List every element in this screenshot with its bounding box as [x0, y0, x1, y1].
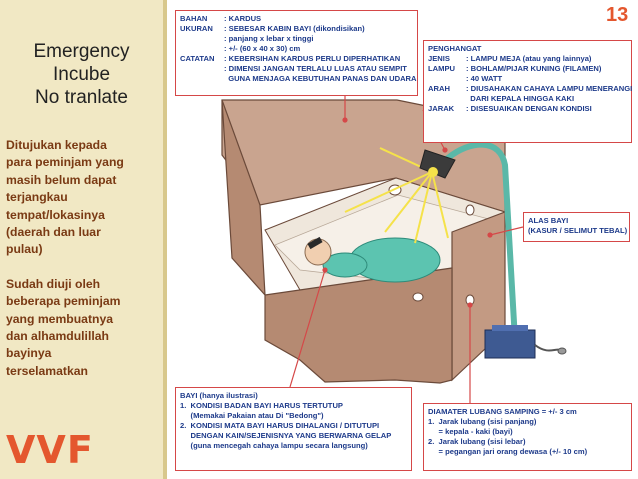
left-panel-border: [163, 0, 167, 479]
row-key: ARAH: [428, 84, 450, 93]
text-line: = pegangan jari orang dewasa (+/- 10 cm): [428, 447, 588, 456]
lamp-base-top: [492, 325, 528, 331]
text-line: pulau): [6, 242, 43, 257]
text-line: 2. KONDISI MATA BAYI HARUS DIHALANGI / D…: [180, 421, 380, 430]
text-line: (guna mencegah cahaya lampu secara langs…: [180, 441, 368, 450]
row-value: : panjang x lebar x tinggi: [224, 34, 314, 43]
callout-row: CATATAN : KEBERSIHAN KARDUS PERLU DIPERHA…: [180, 54, 413, 64]
row-key: UKURAN: [180, 24, 213, 33]
text-line: DENGAN KAIN/SEJENISNYA YANG BERWARNA GEL…: [180, 431, 392, 440]
callout-row: LAMPU : BOHLAM/PIJAR KUNING (FILAMEN): [428, 64, 627, 74]
row-value: : DIUSAHAKAN CAHAYA LAMPU MENERANGI: [466, 84, 633, 93]
callout-row: BAHAN : KARDUS: [180, 14, 413, 24]
row-key: [180, 44, 224, 54]
description: Ditujukan kepada para peminjam yang masih …: [6, 137, 158, 380]
callout-row: : 40 WATT: [428, 74, 627, 84]
row-value: DARI KEPALA HINGGA KAKI: [466, 94, 575, 103]
text-line: 2. Jarak lubang (sisi lebar): [428, 437, 526, 446]
row-key: [428, 94, 466, 104]
base-callout: ALAS BAYI(KASUR / SELIMUT TEBAL): [523, 212, 630, 242]
row-value: : KARDUS: [224, 14, 262, 23]
row-key: JENIS: [428, 54, 450, 63]
text-line: dan alhamdulillah: [6, 329, 109, 344]
row-value: : BOHLAM/PIJAR KUNING (FILAMEN): [466, 64, 602, 73]
callout-row: : panjang x lebar x tinggi: [180, 34, 413, 44]
row-key: JARAK: [428, 104, 455, 113]
text-line: BAYI (hanya ilustrasi): [180, 391, 258, 400]
lamp-arm: [445, 141, 518, 343]
slide-title: Emergency Incube No tranlate: [6, 40, 157, 109]
row-key: [180, 74, 224, 84]
text-line: tempat/lokasinya: [6, 207, 105, 222]
row-key: [180, 34, 224, 44]
left-panel: [0, 0, 163, 479]
row-value: : +/- (60 x 40 x 30) cm: [224, 44, 301, 53]
row-key: LAMPU: [428, 64, 455, 73]
callout-row: DARI KEPALA HINGGA KAKI: [428, 94, 627, 104]
text-line: Sudah diuji oleh: [6, 276, 101, 291]
text-line: (KASUR / SELIMUT TEBAL): [528, 226, 628, 235]
lamp-cable: [534, 344, 561, 352]
baby-legs: [322, 252, 368, 278]
row-value: : 40 WATT: [466, 74, 503, 83]
row-value: : DIMENSI JANGAN TERLALU LUAS ATAU SEMPI…: [224, 64, 407, 73]
row-key: BAHAN: [180, 14, 208, 23]
row-value: : SEBESAR KABIN BAYI (dikondisikan): [224, 24, 365, 33]
text-line: ALAS BAYI: [528, 216, 569, 225]
lamp-base: [484, 329, 536, 359]
text-line: yang membuatnya: [6, 311, 114, 326]
side-hole: [412, 292, 424, 302]
text-line: beberapa peminjam: [6, 294, 121, 309]
text-line: Ditujukan kepada: [6, 138, 107, 152]
callout-row: UKURAN : SEBESAR KABIN BAYI (dikondisikan…: [180, 24, 413, 34]
lamp-switch: [557, 347, 567, 355]
callout-row: JENIS : LAMPU MEJA (atau yang lainnya): [428, 54, 627, 64]
row-value: : KEBERSIHAN KARDUS PERLU DIPERHATIKAN: [224, 54, 401, 63]
box-front-wall: [264, 267, 453, 384]
row-value: : LAMPU MEJA (atau yang lainnya): [466, 54, 592, 63]
warmer-callout: PENGHANGAT JENIS : LAMPU MEJA (atau yang …: [423, 40, 632, 143]
text-line: para peminjam yang: [6, 155, 124, 170]
row-key: [180, 64, 224, 74]
row-value: : DISESUAIKAN DENGAN KONDISI: [466, 104, 592, 113]
title-line: Emergency: [33, 41, 130, 62]
text-line: masih belum dapat: [6, 172, 117, 187]
slide-number: 13: [606, 4, 629, 26]
text-line: (Memakai Pakaian atau Di "Bedong"): [180, 411, 324, 420]
callout-row: GUNA MENJAGA KEBUTUHAN PANAS DAN UDARA: [180, 74, 416, 84]
row-key: CATATAN: [180, 54, 215, 63]
text-line: = kepala - kaki (bayi): [428, 427, 513, 436]
lamp-bulb: [428, 167, 438, 177]
material-callout: BAHAN : KARDUS UKURAN : SEBESAR KABIN BAYI …: [175, 10, 418, 96]
text-line: terselamatkan: [6, 363, 88, 378]
callout-row: : DIMENSI JANGAN TERLALU LUAS ATAU SEMPI…: [180, 64, 413, 74]
title-line: No tranlate: [35, 87, 128, 108]
callout-row: : +/- (60 x 40 x 30) cm: [180, 44, 413, 54]
text-line: terjangkau: [6, 190, 68, 205]
text-line: 1. Jarak lubang (sisi panjang): [428, 417, 537, 426]
text-line: DIAMATER LUBANG SAMPING = +/- 3 cm: [428, 407, 577, 416]
callout-lines: [289, 96, 524, 403]
baby-eye-cover: [307, 236, 323, 250]
baby-callout: BAYI (hanya ilustrasi)1. KONDISI BADAN B…: [175, 387, 412, 471]
text-line: (daerah dan luar: [6, 225, 101, 240]
callout-row: JARAK : DISESUAIKAN DENGAN KONDISI: [428, 104, 627, 114]
vvf-logo: VVF: [6, 428, 94, 472]
callout-row: ARAH : DIUSAHAKAN CAHAYA LAMPU MENERANGI: [428, 84, 632, 94]
text-line: bayinya: [6, 346, 52, 361]
row-value: GUNA MENJAGA KEBUTUHAN PANAS DAN UDARA: [224, 74, 417, 83]
row-key: [428, 74, 466, 84]
text-line: 1. KONDISI BADAN BAYI HARUS TERTUTUP: [180, 401, 343, 410]
side-hole: [465, 204, 475, 216]
warmer-heading: PENGHANGAT: [428, 44, 482, 53]
title-line: Incube: [52, 64, 111, 85]
